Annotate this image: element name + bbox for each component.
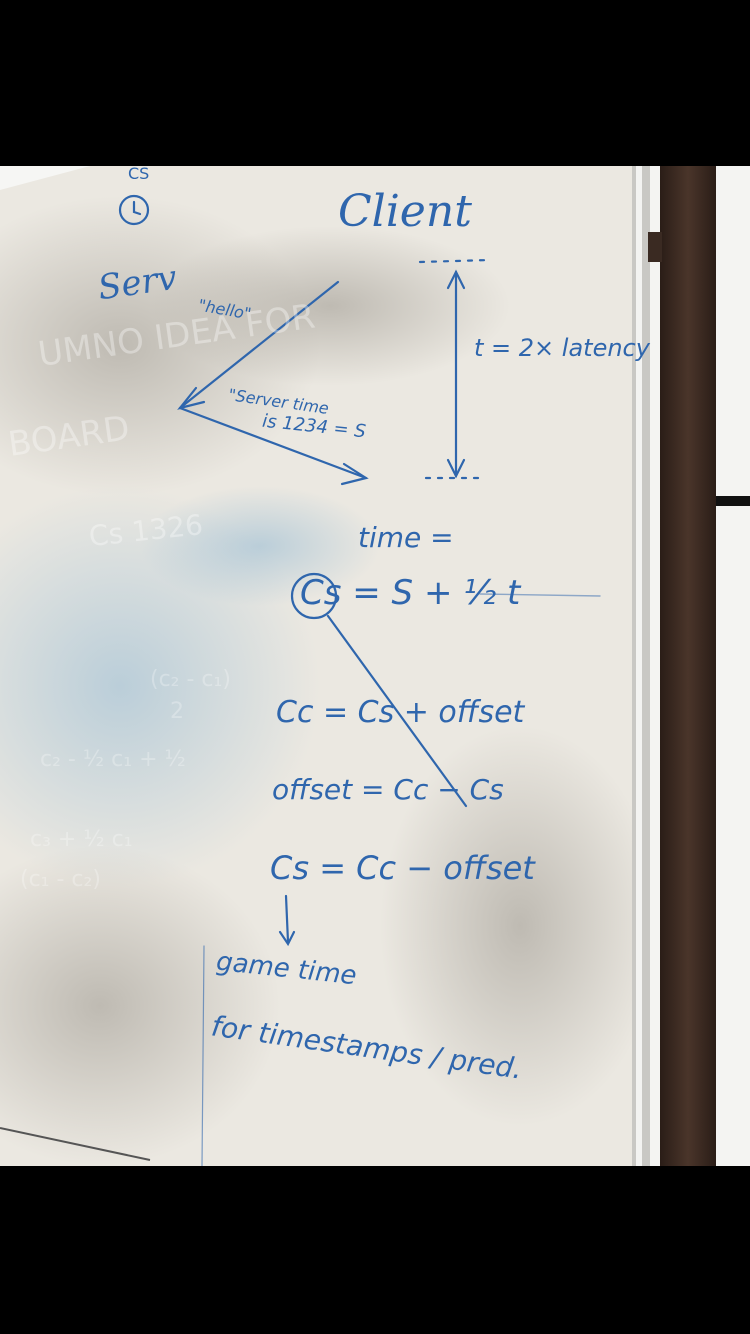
wall-shadow: [700, 496, 750, 506]
ink-lines: [118, 194, 601, 1166]
cs-circle: [290, 572, 338, 620]
door-frame: [660, 166, 716, 1166]
server-label: Serv: [95, 257, 180, 309]
smear-line: [479, 593, 601, 597]
client-label: Client: [338, 186, 472, 237]
game-time-arrow: [284, 894, 290, 944]
left-guide-line: [201, 945, 205, 1166]
server-time-arrowhead: [340, 462, 369, 486]
cs-link-line: [326, 614, 468, 808]
game-time-arrowhead: [278, 930, 296, 947]
hello-arrow: [178, 280, 340, 410]
clock-icon: [118, 194, 150, 226]
rtt-label: t = 2× latency: [474, 334, 650, 362]
time-label: time =: [358, 521, 454, 554]
cs-formula: Cs = S + ½ t: [300, 573, 521, 613]
svg-text:c₃ + ½ c₁: c₃ + ½ c₁: [30, 827, 133, 852]
cc-formula: Cc = Cs + offset: [276, 695, 525, 730]
ghost-formulas: (c₂ - c₁) 2 c₂ - ½ c₁ + ½ c₃ + ½ c₁ (c₁ …: [20, 667, 231, 892]
client-dotted-top: [418, 258, 492, 264]
frame-bracket: [648, 232, 662, 262]
erased-smudge: [0, 846, 280, 1166]
blue-smudge: [140, 486, 380, 606]
cs-from-cc-formula: Cs = Cc − offset: [270, 849, 535, 887]
svg-text:c₂ - ½ c₁ + ½: c₂ - ½ c₁ + ½: [40, 747, 186, 772]
svg-text:(c₂ - c₁): (c₂ - c₁): [150, 667, 231, 692]
server-time-arrow: [178, 406, 368, 480]
rtt-arrowhead-top: [446, 269, 466, 290]
svg-text:2: 2: [170, 699, 184, 724]
clock-hands: [132, 200, 142, 216]
board-corner: [0, 166, 90, 190]
top-cs-label: CS: [128, 166, 150, 183]
offset-formula: offset = Cc − Cs: [272, 773, 504, 806]
erased-smudge: [150, 226, 510, 386]
svg-text:(c₁ - c₂): (c₁ - c₂): [20, 867, 101, 892]
rtt-arrowhead-bottom: [446, 458, 466, 479]
board-edge-highlight: [636, 166, 642, 1166]
board-ledge: [0, 1127, 151, 1161]
whiteboard-photo: UMNO IDEA FOR BOARD Cs 1326 (c₂ - c₁) 2 …: [0, 166, 750, 1166]
whiteboard-scene: UMNO IDEA FOR BOARD Cs 1326 (c₂ - c₁) 2 …: [0, 166, 750, 1166]
erased-smudge: [380, 726, 660, 1126]
